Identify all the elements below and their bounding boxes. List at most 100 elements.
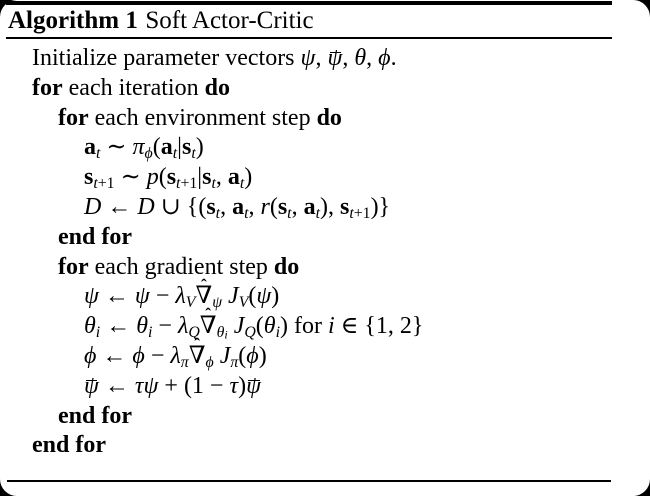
math-token: | xyxy=(177,134,182,161)
math-token: t xyxy=(315,204,320,222)
algorithm-line: D ← D ∪ {(st, at, r(st, at), st+1)} xyxy=(0,193,650,223)
math-token: λ xyxy=(177,313,189,340)
math-token: ) for xyxy=(279,313,328,340)
math-token: ψ xyxy=(134,283,150,310)
algorithm-line: for each iteration do xyxy=(0,74,650,104)
math-token: t xyxy=(172,145,178,163)
math-token: θ xyxy=(84,313,96,340)
math-token: ← xyxy=(101,193,138,220)
math-token: , xyxy=(342,45,355,71)
math-token: i xyxy=(275,324,280,342)
algorithm-line: for each gradient step do xyxy=(0,253,650,283)
math-token: Initialize parameter vectors xyxy=(32,45,301,71)
math-token: ψ xyxy=(300,45,316,71)
math-token: each iteration xyxy=(62,74,205,101)
math-token: ϕ xyxy=(378,45,391,71)
math-token: − xyxy=(152,313,178,340)
math-token: s xyxy=(206,193,216,220)
math-token: ϕ xyxy=(132,342,145,369)
math-token: ) xyxy=(258,342,267,369)
math-token: i xyxy=(327,313,335,340)
math-token: Q xyxy=(188,324,200,342)
math-token: ) xyxy=(238,372,247,399)
math-token: . xyxy=(390,45,397,71)
algorithm-body: Initialize parameter vectors ψ, ψ, θ, ϕ.… xyxy=(0,44,650,461)
math-token: τ xyxy=(134,372,144,399)
math-token: ← xyxy=(98,283,135,310)
math-token: , xyxy=(215,164,228,191)
math-token: V xyxy=(238,294,249,312)
math-token: ψ xyxy=(256,283,272,310)
algorithm-line: end for xyxy=(0,402,650,432)
math-token: ) xyxy=(271,283,280,310)
math-token: D xyxy=(137,193,155,220)
math-token: s xyxy=(339,193,350,220)
math-token: λ xyxy=(170,342,181,369)
algorithm-line: end for xyxy=(0,223,650,253)
math-token: ∼ xyxy=(100,134,133,161)
math-token: ˆ∇ xyxy=(195,275,213,310)
math-token: s xyxy=(84,164,94,191)
math-token: − xyxy=(149,283,176,310)
math-token: λ xyxy=(175,283,186,310)
math-token: − xyxy=(144,342,171,369)
math-token: t xyxy=(93,175,98,193)
math-token: J xyxy=(233,313,245,340)
math-token: s xyxy=(277,193,288,220)
math-token: , xyxy=(220,193,233,220)
algorithm-line: Initialize parameter vectors ψ, ψ, θ, ϕ. xyxy=(0,44,650,74)
math-token: | xyxy=(197,164,203,191)
hat-accent: ˆ xyxy=(194,335,200,355)
keyword-token: do xyxy=(316,104,342,131)
math-token: ˆ∇ xyxy=(199,305,217,340)
math-token: ( xyxy=(238,342,247,369)
math-token: i xyxy=(224,327,228,342)
math-token: π xyxy=(180,353,189,371)
math-token: θ xyxy=(216,324,225,342)
math-token: t xyxy=(239,175,245,193)
bottom-rule xyxy=(7,480,611,482)
math-token: , xyxy=(315,45,328,71)
math-token: a xyxy=(303,193,316,220)
math-token: ψ xyxy=(84,283,99,310)
algorithm-line: end for xyxy=(0,431,650,461)
top-rule xyxy=(6,1,612,5)
math-token: ψ xyxy=(327,45,343,71)
math-token: i xyxy=(95,324,101,342)
math-token: p xyxy=(146,164,159,191)
math-token: t xyxy=(244,204,249,222)
math-token: ∈ {1, 2} xyxy=(334,313,424,340)
math-token: t xyxy=(215,204,221,222)
header-rule xyxy=(6,37,612,39)
math-token: t xyxy=(96,145,101,163)
math-token: t xyxy=(287,204,292,222)
math-token: a xyxy=(84,134,96,161)
keyword-token: do xyxy=(204,74,230,101)
math-token: ( xyxy=(248,283,257,310)
math-token: +1 xyxy=(353,204,371,222)
math-token: ˆ∇ xyxy=(188,335,206,369)
math-token: ∼ xyxy=(114,164,147,191)
math-token: r xyxy=(260,193,270,220)
algorithm-number: Algorithm 1 xyxy=(8,7,138,34)
math-token: θ xyxy=(136,313,148,340)
math-token: ψ xyxy=(143,372,159,399)
algorithm-header: Algorithm 1 Soft Actor-Critic xyxy=(8,7,314,35)
math-token: ) xyxy=(195,134,204,161)
keyword-token: end for xyxy=(32,432,106,459)
math-token: ϕ xyxy=(144,145,153,163)
math-token: ψ xyxy=(212,294,223,312)
math-token: ( xyxy=(269,193,278,220)
math-token: s xyxy=(202,164,212,191)
hat-accent: ˆ xyxy=(205,305,212,325)
math-token: ϕ xyxy=(205,353,214,371)
math-token: , xyxy=(291,193,304,220)
algorithm-title: Soft Actor-Critic xyxy=(145,7,314,34)
math-token: a xyxy=(227,164,240,191)
math-token: t xyxy=(211,175,216,193)
math-token: , xyxy=(366,45,379,71)
math-token: θ xyxy=(354,45,367,71)
